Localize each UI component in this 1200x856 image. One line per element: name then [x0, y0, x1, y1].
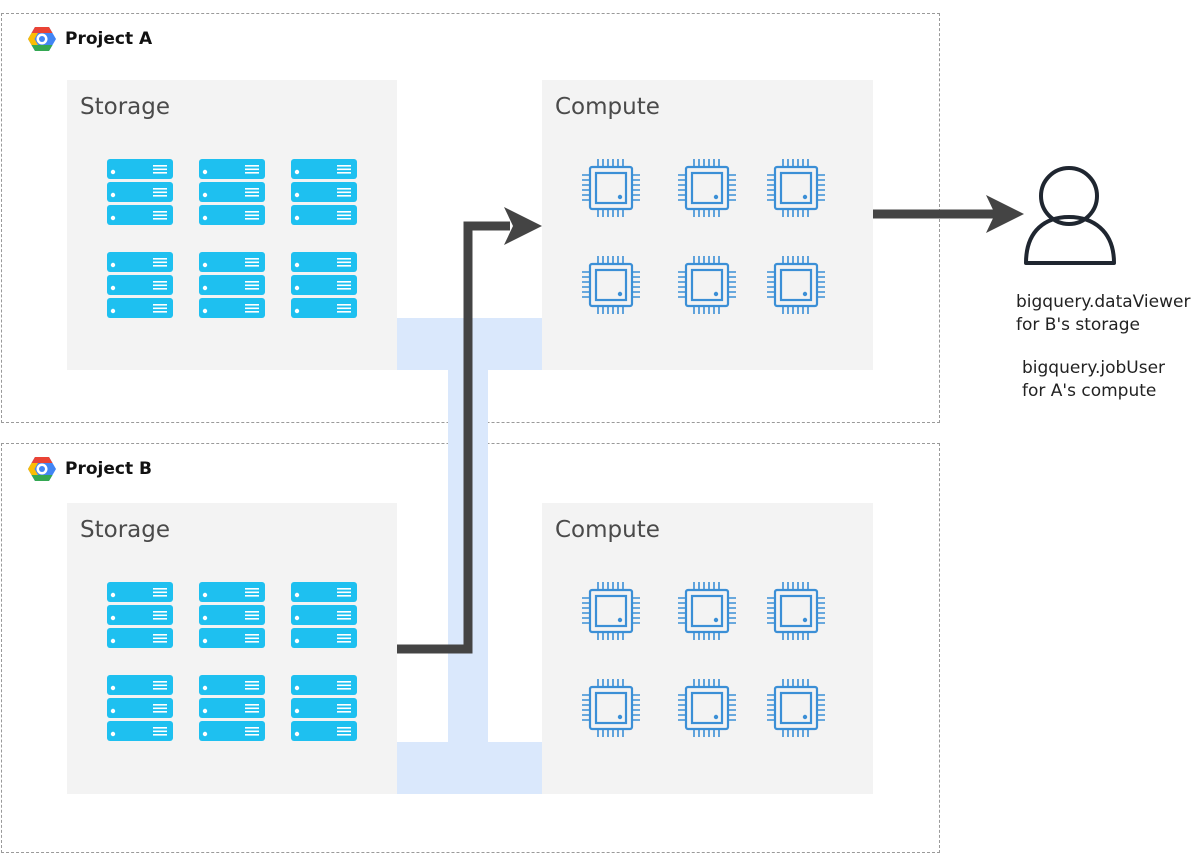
role-dataviewer: bigquery.dataViewer for B's storage — [1016, 291, 1190, 337]
data-flow-arrow — [397, 207, 542, 654]
result-arrow — [873, 195, 1024, 233]
project-b-title-text: Project B — [65, 459, 152, 479]
storage-label: Storage — [80, 517, 170, 543]
role-jobuser-line1: bigquery.jobUser — [1022, 358, 1166, 378]
connector-bottom-band — [397, 742, 542, 794]
project-a-title: Project A — [27, 25, 152, 53]
role-dataviewer-line1: bigquery.dataViewer — [1016, 292, 1191, 312]
project-b-title: Project B — [27, 455, 152, 483]
user-icon — [1024, 166, 1116, 265]
role-dataviewer-line2: for B's storage — [1016, 315, 1140, 335]
role-jobuser: bigquery.jobUser for A's compute — [1022, 357, 1165, 403]
compute-label: Compute — [555, 94, 660, 120]
project-a-title-text: Project A — [65, 29, 153, 49]
project-b-storage-panel: Storage — [67, 503, 397, 794]
storage-label: Storage — [80, 94, 170, 120]
project-b-compute-panel: Compute — [542, 503, 873, 794]
project-a-storage-panel: Storage — [67, 80, 397, 370]
role-jobuser-line2: for A's compute — [1022, 381, 1157, 401]
project-a-compute-panel: Compute — [542, 80, 873, 370]
compute-label: Compute — [555, 517, 660, 543]
